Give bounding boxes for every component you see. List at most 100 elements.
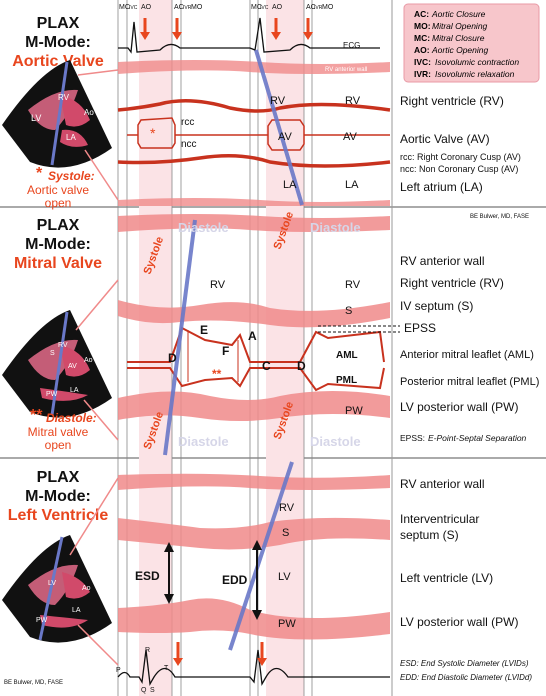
svg-text:Left ventricle (LV): Left ventricle (LV)	[400, 571, 493, 585]
echo-fan-lv: LV Ao LA PW	[2, 477, 119, 666]
svg-text:AV: AV	[343, 131, 358, 143]
svg-text:AC: AC	[306, 4, 316, 11]
p1-right-rv: Right ventricle (RV)	[400, 94, 504, 108]
panel1-title-2: M-Mode:	[25, 34, 91, 51]
svg-text:S: S	[150, 687, 155, 694]
svg-text:LV: LV	[278, 571, 291, 583]
rv-anterior-wall-band	[118, 60, 390, 74]
svg-text:D: D	[168, 351, 177, 365]
svg-text:Q: Q	[141, 687, 147, 694]
timing-lines	[117, 0, 313, 696]
svg-text:E-Point-Septal Separation: E-Point-Septal Separation	[428, 433, 527, 443]
panel1-title-1: PLAX	[37, 15, 80, 32]
cursor-line-3	[228, 461, 294, 651]
echo-rv-label: RV	[58, 93, 70, 102]
svg-text:ESD: ESD	[135, 569, 160, 583]
svg-text:PW: PW	[46, 391, 58, 398]
svg-text:RV: RV	[58, 342, 68, 349]
panel3-title-3: Left Ventricle	[8, 507, 109, 524]
svg-text:LV posterior wall (PW): LV posterior wall (PW)	[400, 400, 518, 414]
svg-text:Mitral Closure: Mitral Closure	[432, 33, 485, 43]
ivs-band-3	[118, 517, 390, 550]
panel2-note-1: Diastole:	[46, 411, 97, 425]
svg-text:MC:: MC:	[414, 33, 430, 43]
svg-text:RV: RV	[345, 95, 361, 107]
echo-fan-mitral: S RV AV Ao PW LA	[2, 279, 119, 441]
systole-band-2	[266, 0, 304, 696]
svg-text:Mitral Opening: Mitral Opening	[432, 21, 488, 31]
svg-text:MO: MO	[322, 4, 334, 11]
svg-text:AO:: AO:	[414, 45, 430, 55]
svg-text:IVC: IVC	[260, 5, 269, 11]
pw-band-2	[118, 391, 390, 421]
rv-wall-label: RV anterior wall	[325, 67, 367, 73]
aortic-cusp-box-2	[267, 119, 305, 151]
svg-text:LA: LA	[345, 179, 359, 191]
panel2-note-3: open	[45, 438, 72, 452]
svg-text:C: C	[262, 359, 271, 373]
credit-2: BE Bulwer, MD, FASE	[4, 680, 63, 686]
svg-text:EDD: End Diastolic Diameter (L: EDD: End Diastolic Diameter (LVIDd)	[400, 673, 532, 682]
svg-text:RV anterior wall: RV anterior wall	[400, 477, 484, 491]
svg-text:RV: RV	[279, 502, 295, 514]
ecg-trace-2	[117, 649, 390, 687]
svg-text:LV: LV	[48, 580, 56, 587]
svg-text:Ao: Ao	[82, 585, 91, 592]
systole-band-1	[139, 0, 172, 696]
svg-text:MC: MC	[119, 4, 130, 11]
svg-text:P: P	[116, 667, 121, 674]
svg-text:F: F	[222, 344, 229, 358]
cursor-line-1	[254, 49, 304, 206]
panel1-title-3: Aortic Valve	[12, 53, 104, 70]
svg-text:AC: AC	[174, 4, 184, 11]
svg-text:E: E	[200, 323, 208, 337]
svg-text:AO: AO	[272, 4, 283, 11]
svg-text:Aortic Closure: Aortic Closure	[431, 9, 486, 19]
svg-text:RV: RV	[270, 95, 286, 107]
svg-text:LA: LA	[72, 607, 81, 614]
svg-text:AV: AV	[278, 131, 293, 143]
svg-text:Right ventricle (RV): Right ventricle (RV)	[400, 276, 504, 290]
cusp-star: *	[150, 125, 156, 141]
panel2-star: **	[30, 407, 43, 424]
svg-text:EDD: EDD	[222, 573, 248, 587]
svg-text:Interventricular: Interventricular	[400, 512, 479, 526]
timing-labels-1: MC IVC AO AC IVR MO MC IVC AO AC IVR MO	[119, 4, 334, 11]
svg-text:PW: PW	[278, 618, 296, 630]
svg-text:RV: RV	[345, 279, 361, 291]
svg-text:RV: RV	[210, 279, 226, 291]
svg-text:MO: MO	[191, 4, 203, 11]
svg-text:ncc: ncc	[181, 139, 197, 150]
svg-text:S: S	[282, 527, 289, 539]
svg-text:AO: AO	[141, 4, 152, 11]
svg-text:LA: LA	[70, 387, 79, 394]
svg-text:PW: PW	[36, 617, 48, 624]
panel3-title-2: M-Mode:	[25, 488, 91, 505]
svg-text:Diastole: Diastole	[178, 434, 229, 449]
svg-text:T: T	[164, 665, 169, 672]
panel2-title-1: PLAX	[37, 217, 80, 234]
ivs-band-2	[118, 300, 390, 328]
svg-text:IVC:: IVC:	[414, 57, 431, 67]
svg-text:Diastole: Diastole	[310, 220, 361, 235]
ecg-label: ECG	[343, 41, 360, 50]
svg-text:EPSS: EPSS	[404, 321, 436, 335]
aortic-wall-posterior	[117, 154, 391, 168]
svg-text:RV anterior wall: RV anterior wall	[400, 254, 484, 268]
svg-text:rcc: rcc	[181, 117, 194, 128]
echo-lv-label: LV	[31, 113, 41, 123]
svg-text:Aortic Opening: Aortic Opening	[431, 45, 488, 55]
svg-text:Anterior mitral leaflet (AML): Anterior mitral leaflet (AML)	[400, 349, 534, 361]
panel3-title-1: PLAX	[37, 469, 80, 486]
svg-text:ESD: End Systolic Diameter (LV: ESD: End Systolic Diameter (LVIDs)	[400, 659, 529, 668]
panel1-note-3: open	[45, 196, 72, 210]
svg-text:A: A	[248, 329, 257, 343]
p1-right-la: Left atrium (LA)	[400, 180, 483, 194]
svg-text:S: S	[50, 350, 55, 357]
svg-text:Isovolumic contraction: Isovolumic contraction	[435, 57, 519, 67]
panel-aortic-valve: PLAX M-Mode: Aortic Valve LV RV Ao LA * …	[2, 3, 540, 220]
credit-1: BE Bulwer, MD, FASE	[470, 214, 529, 220]
svg-text:PML: PML	[336, 375, 357, 386]
svg-text:IVR:: IVR:	[414, 69, 431, 79]
svg-text:AC:: AC:	[414, 9, 429, 19]
